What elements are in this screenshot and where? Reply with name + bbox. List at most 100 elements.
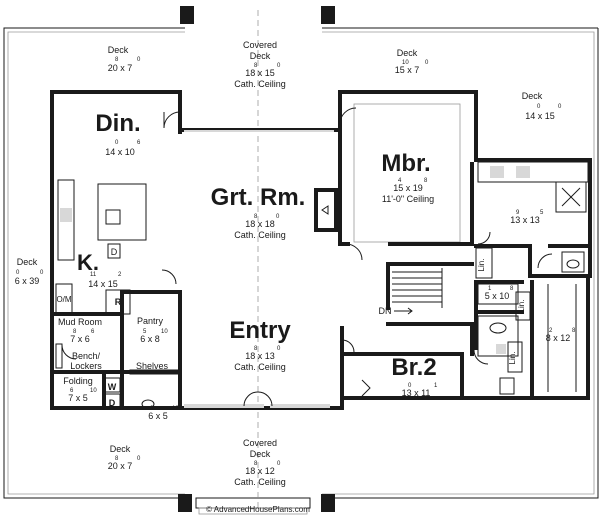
covered-deck-top-note: Cath. Ceiling xyxy=(234,79,286,89)
dryer-label: D xyxy=(109,398,116,408)
covered-deck-bottom-name1: Covered xyxy=(243,438,277,448)
mud-room-sup1: 8 xyxy=(73,329,77,335)
covered-deck-top-sup2: 0 xyxy=(277,63,281,69)
deck-top-right-sup2: 0 xyxy=(425,60,429,66)
dishwasher-label: D xyxy=(111,247,118,257)
pantry-sup1: 5 xyxy=(143,329,147,335)
deck-left-dims: 6 x 39 xyxy=(15,276,40,286)
covered-deck-bottom-note: Cath. Ceiling xyxy=(234,477,286,487)
entry-dims: 18 x 13 xyxy=(245,351,275,361)
closet-small-sup1: 1 xyxy=(488,286,492,292)
deck-right-sup2: 0 xyxy=(558,104,562,110)
master-bedroom-note: 11'-0" Ceiling xyxy=(382,194,434,204)
stair-treads xyxy=(392,268,443,308)
covered-deck-top-dims: 18 x 15 xyxy=(245,68,275,78)
bedroom2-sup2: 1 xyxy=(434,383,438,389)
door-swings xyxy=(61,107,553,407)
master-bath-dims: 13 x 13 xyxy=(510,215,540,225)
folding-dims: 7 x 5 xyxy=(68,393,88,403)
deck-top-right-name: Deck xyxy=(397,48,418,58)
dining-dims: 14 x 10 xyxy=(105,147,135,157)
linen-closet-label-1: Lin. xyxy=(477,259,486,272)
pantry-name: Pantry xyxy=(137,316,164,326)
washer-label: W xyxy=(108,382,117,392)
covered-deck-bottom-sup1: 8 xyxy=(254,461,258,467)
stair-down-label: DN xyxy=(379,306,392,316)
room-labels: Deck 8 0 20 x 7 Covered Deck 8 0 18 x 15… xyxy=(15,40,576,514)
deck-top-right-dims: 15 x 7 xyxy=(395,65,420,75)
great-room-dims: 18 x 18 xyxy=(245,219,275,229)
mud-room-name: Mud Room xyxy=(58,317,102,327)
mud-room-dims: 7 x 6 xyxy=(70,334,90,344)
closet-small-dims: 5 x 10 xyxy=(485,291,510,301)
covered-deck-top-name2: Deck xyxy=(250,51,271,61)
dining-name: Din. xyxy=(95,110,140,137)
bedroom2-name: Br.2 xyxy=(391,354,436,381)
interior-walls xyxy=(54,103,592,410)
master-bath-sup2: 5 xyxy=(540,210,544,216)
covered-deck-top-sup1: 8 xyxy=(254,63,258,69)
deck-bottom-left-sup1: 8 xyxy=(115,456,119,462)
kitchen-name: K. xyxy=(77,250,99,275)
bench-label: Bench/ xyxy=(72,351,101,361)
bedroom2-sup1: 0 xyxy=(408,383,412,389)
covered-deck-top-name1: Covered xyxy=(243,40,277,50)
great-room-note: Cath. Ceiling xyxy=(234,230,286,240)
deck-left-sup1: 0 xyxy=(16,270,20,276)
master-bedroom-sup2: 8 xyxy=(424,178,428,184)
pantry-sup2: 10 xyxy=(161,329,168,335)
mud-room-sup2: 6 xyxy=(91,329,95,335)
walk-in-closet-sup2: 8 xyxy=(572,328,576,334)
covered-deck-bottom-dims: 18 x 12 xyxy=(245,466,275,476)
deck-left-sup2: 0 xyxy=(40,270,44,276)
folding-sup2: 10 xyxy=(90,388,97,394)
half-bath-sup1: 0 xyxy=(150,406,154,412)
linen-closet-label-3: Lin. xyxy=(508,352,517,365)
oven-micro-label: O/M xyxy=(56,295,71,304)
dining-sup1: 0 xyxy=(115,140,119,146)
shelves-label: Shelves xyxy=(136,361,169,371)
deck-left-name: Deck xyxy=(17,257,38,267)
deck-top-left-sup2: 0 xyxy=(137,57,141,63)
folding-name: Folding xyxy=(63,376,93,386)
great-room-sup1: 8 xyxy=(254,214,258,220)
pantry-dims: 6 x 8 xyxy=(140,334,160,344)
kitchen-dims: 14 x 15 xyxy=(88,279,118,289)
kitchen-sup1: 11 xyxy=(90,272,97,278)
kitchen-sup2: 2 xyxy=(118,272,122,278)
walk-in-closet-dims: 8 x 12 xyxy=(546,333,571,343)
covered-deck-bottom-name2: Deck xyxy=(250,449,271,459)
deck-outlines xyxy=(3,6,599,515)
half-bath-dims: 6 x 5 xyxy=(148,411,168,421)
deck-right-name: Deck xyxy=(522,91,543,101)
entry-note: Cath. Ceiling xyxy=(234,362,286,372)
dining-sup2: 6 xyxy=(137,140,141,146)
folding-sup1: 6 xyxy=(70,388,74,394)
deck-top-left-dims: 20 x 7 xyxy=(108,63,133,73)
master-bedroom-sup1: 4 xyxy=(398,178,402,184)
deck-bottom-left-name: Deck xyxy=(110,444,131,454)
master-bath-sup1: 9 xyxy=(516,210,520,216)
deck-top-right-sup1: 10 xyxy=(402,60,409,66)
great-room-name: Grt. Rm. xyxy=(211,184,306,211)
closet-small-sup2: 8 xyxy=(510,286,514,292)
walk-in-closet-sup1: 2 xyxy=(549,328,553,334)
lockers-label: Lockers xyxy=(70,361,102,371)
deck-right-sup1: 0 xyxy=(537,104,541,110)
half-bath-sup2: 10 xyxy=(172,406,179,412)
linen-closet-label-2: Lin. xyxy=(517,300,526,313)
bedroom2-dims: 13 x 11 xyxy=(402,388,431,398)
deck-right-dims: 14 x 15 xyxy=(525,111,555,121)
deck-top-left-name: Deck xyxy=(108,45,129,55)
deck-bottom-left-dims: 20 x 7 xyxy=(108,461,133,471)
refrigerator-label: R xyxy=(115,297,122,307)
master-bedroom-dims: 15 x 19 xyxy=(393,183,423,193)
deck-bottom-left-sup2: 0 xyxy=(137,456,141,462)
copyright-text: © AdvancedHousePlans.com xyxy=(206,505,310,514)
covered-deck-bottom-sup2: 0 xyxy=(277,461,281,467)
great-room-sup2: 0 xyxy=(276,214,280,220)
entry-name: Entry xyxy=(229,317,291,344)
deck-top-left-sup1: 8 xyxy=(115,57,119,63)
entry-sup2: 0 xyxy=(277,346,281,352)
